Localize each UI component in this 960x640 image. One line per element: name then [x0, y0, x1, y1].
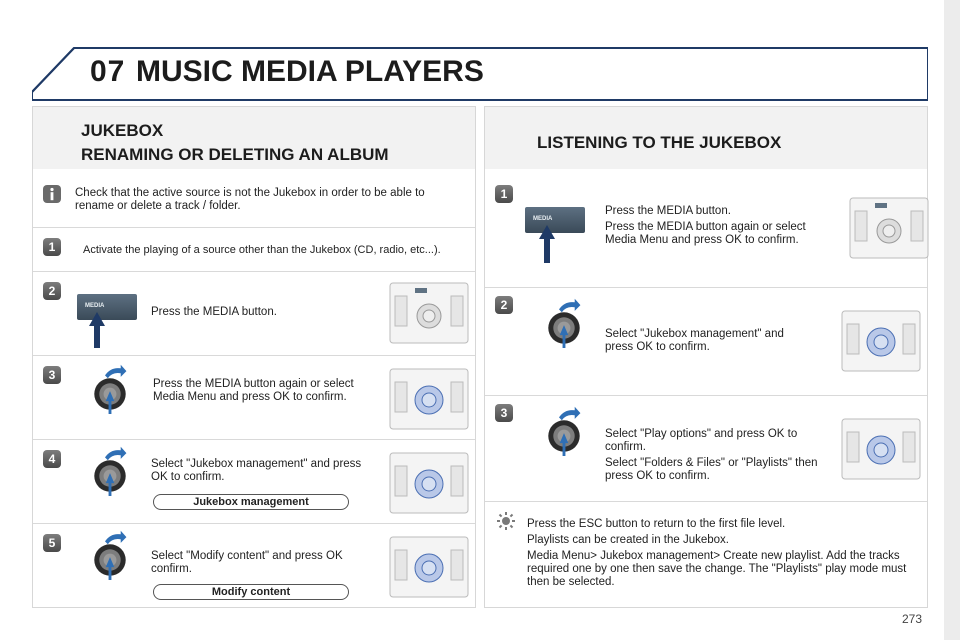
left-heading-line2: RENAMING OR DELETING AN ALBUM — [81, 145, 389, 164]
media-button-illustration: MEDIA — [77, 294, 137, 320]
step-number-badge: 5 — [43, 534, 61, 552]
left-step-3-text: Press the MEDIA button again or select M… — [153, 378, 354, 403]
chapter-title: MUSIC MEDIA PLAYERS — [136, 55, 484, 88]
rotary-knob-icon — [548, 298, 581, 348]
right-step-2-text: Select "Jukebox management" and press OK… — [605, 328, 784, 353]
info-icon — [43, 185, 61, 203]
arrow-up-icon — [539, 225, 555, 263]
right-step-1-line2: Press the MEDIA button again or select M… — [605, 221, 806, 246]
right-step-3-line2: Select "Folders & Files" or "Playlists" … — [605, 457, 818, 482]
media-button-illustration: MEDIA — [525, 207, 585, 233]
radio-unit-icon — [389, 452, 469, 514]
radio-unit-icon — [389, 282, 469, 344]
rotary-knob-icon — [94, 446, 127, 496]
left-heading-line1: JUKEBOX — [81, 121, 164, 140]
rotary-knob-icon — [94, 364, 127, 414]
step-number-badge: 3 — [495, 404, 513, 422]
radio-unit-icon — [849, 197, 929, 259]
step-number-badge: 1 — [495, 185, 513, 203]
right-column: LISTENING TO THE JUKEBOX 1 MEDIA Press t… — [484, 106, 929, 608]
left-step-4: 4 Select "Jukebox management" and press … — [33, 439, 475, 523]
right-step-3-line1: Select "Play options" and press OK to co… — [605, 428, 798, 453]
tip-line-2: Playlists can be created in the Jukebox. — [527, 534, 730, 546]
right-section-head: LISTENING TO THE JUKEBOX — [485, 107, 927, 169]
right-tips-row: Press the ESC button to return to the fi… — [485, 501, 927, 607]
arrow-up-icon — [89, 312, 105, 348]
step-number-badge: 4 — [43, 450, 61, 468]
left-step-5-text: Select "Modify content" and press OK con… — [151, 550, 343, 575]
right-step-2: 2 Select "Jukebox management" and press … — [485, 287, 927, 395]
left-step-2-text: Press the MEDIA button. — [151, 306, 277, 318]
tip-line-1: Press the ESC button to return to the fi… — [527, 518, 786, 530]
rotary-knob-icon — [548, 406, 581, 456]
modify-content-menu-label: Modify content — [153, 584, 349, 600]
left-step-1-text: Activate the playing of a source other t… — [83, 244, 441, 256]
tip-line-3: Media Menu> Jukebox management> Create n… — [527, 550, 907, 588]
right-step-1-text: Press the MEDIA button. Press the MEDIA … — [605, 205, 820, 250]
left-step-4-text: Select "Jukebox management" and press OK… — [151, 458, 362, 483]
left-step-5: 5 Select "Modify content" and press OK c… — [33, 523, 475, 607]
left-column: JUKEBOX RENAMING OR DELETING AN ALBUM Ch… — [32, 106, 476, 608]
rotary-knob-icon — [94, 530, 127, 580]
right-step-3: 3 Select "Play options" and press OK to … — [485, 395, 927, 501]
step-number-badge: 2 — [495, 296, 513, 314]
left-step-3: 3 Press the MEDIA button again or select… — [33, 355, 475, 439]
left-info-row: Check that the active source is not the … — [33, 177, 475, 227]
step-number-badge: 3 — [43, 366, 61, 384]
right-step-1-line1: Press the MEDIA button. — [605, 205, 731, 217]
left-step-2: 2 MEDIA Press the MEDIA button. — [33, 271, 475, 355]
chapter-number: 07 — [90, 55, 126, 88]
page-number: 273 — [902, 612, 923, 626]
right-step-1: 1 MEDIA Press the MEDIA button. Press th… — [485, 179, 929, 287]
header-frame — [32, 47, 928, 101]
chapter-header: 07 MUSIC MEDIA PLAYERS — [32, 46, 928, 102]
tip-icon — [497, 512, 515, 530]
left-step-1: 1 Activate the playing of a source other… — [33, 227, 475, 271]
radio-unit-icon — [389, 536, 469, 598]
radio-unit-icon — [389, 368, 469, 430]
step-number-badge: 1 — [43, 238, 61, 256]
right-tips-text: Press the ESC button to return to the fi… — [527, 518, 917, 592]
right-heading: LISTENING TO THE JUKEBOX — [537, 133, 782, 152]
jukebox-management-menu-label: Jukebox management — [153, 494, 349, 510]
radio-unit-icon — [841, 310, 921, 372]
left-section-head: JUKEBOX RENAMING OR DELETING AN ALBUM — [33, 107, 475, 169]
left-info-text: Check that the active source is not the … — [75, 187, 425, 212]
page-edge-strip — [944, 0, 960, 640]
radio-unit-icon — [841, 418, 921, 480]
right-step-3-text: Select "Play options" and press OK to co… — [605, 428, 825, 486]
step-number-badge: 2 — [43, 282, 61, 300]
